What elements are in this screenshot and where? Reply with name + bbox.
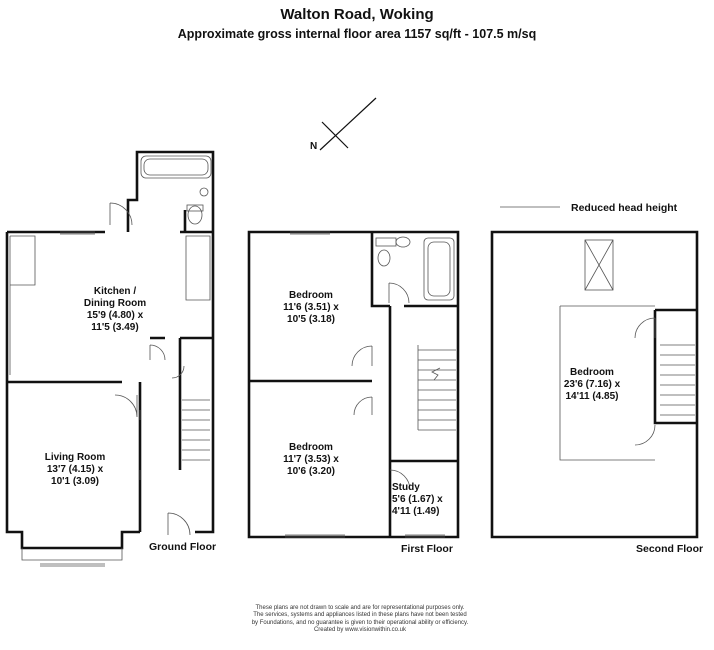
second-floor-walls (490, 230, 699, 539)
second-floor-label: Second Floor (636, 543, 704, 555)
first-floor-walls (247, 230, 460, 539)
kitchen-label: Kitchen / Dining Room 15'9 (4.80) x 11'5… (83, 286, 147, 333)
ground-floor-label: Ground Floor (149, 541, 217, 553)
second-floor-fittings (500, 206, 695, 461)
page-title: Walton Road, Woking (280, 6, 434, 23)
bedroom-1-label: Bedroom 11'6 (3.51) x 10'5 (3.18) (283, 290, 339, 325)
first-floor-fittings (285, 231, 456, 538)
ground-floor-fittings (9, 155, 212, 567)
living-room-label: Living Room 13'7 (4.15) x 10'1 (3.09) (44, 452, 106, 487)
second-floor-bedroom-label: Bedroom 23'6 (7.16) x 14'11 (4.85) (563, 367, 621, 402)
study-label: Study 5'6 (1.67) x 4'11 (1.49) (392, 482, 443, 517)
compass-label: N (310, 141, 318, 152)
north-arrow-icon (319, 97, 377, 151)
first-floor-label: First Floor (401, 543, 453, 555)
bedroom-2-label: Bedroom 11'7 (3.53) x 10'6 (3.20) (283, 442, 339, 477)
page-subtitle: Approximate gross internal floor area 11… (177, 27, 537, 41)
disclaimer: These plans are not drawn to scale and a… (251, 605, 469, 634)
ground-floor-walls (5, 150, 215, 550)
reduced-head-height-legend: Reduced head height (571, 202, 678, 214)
